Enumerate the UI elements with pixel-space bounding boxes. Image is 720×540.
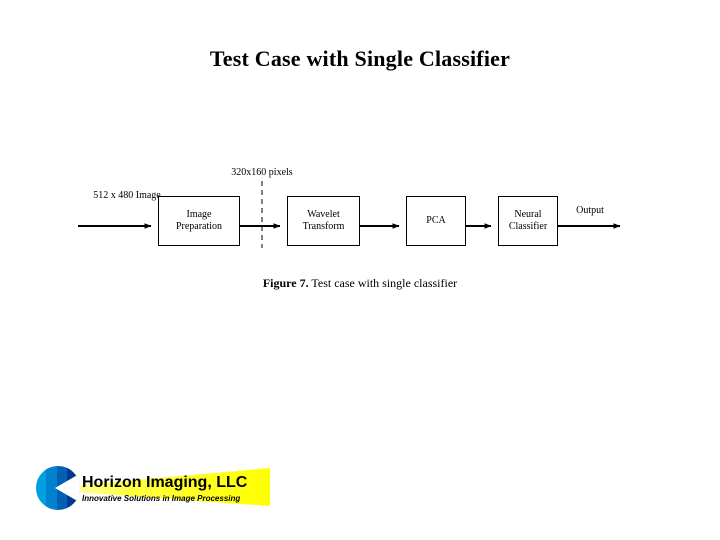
diagram-lines bbox=[78, 181, 621, 248]
figure-caption-number: Figure 7. bbox=[262, 276, 309, 290]
logo-circle bbox=[36, 466, 80, 510]
horizon-imaging-logo-icon bbox=[36, 466, 270, 510]
logo-company-name: Horizon Imaging, LLC bbox=[82, 474, 248, 491]
output-label: Output bbox=[576, 205, 604, 216]
block-flow-diagram: 512 x 480 Image 320x160 pixels Image Pre… bbox=[78, 167, 621, 248]
box-image-preparation-line2: Preparation bbox=[175, 221, 223, 232]
logo-beam bbox=[56, 468, 270, 506]
page-title: Test Case with Single Classifier bbox=[209, 46, 511, 71]
box-pca[interactable]: PCA bbox=[406, 196, 466, 246]
box-pca-line1: PCA bbox=[426, 215, 446, 226]
box-neural-classifier[interactable]: Neural Classifier bbox=[498, 196, 558, 246]
box-neural-classifier-line2: Classifier bbox=[508, 221, 548, 232]
input-size-line2: Image bbox=[135, 190, 161, 201]
box-image-preparation-line1: Image bbox=[186, 209, 212, 220]
box-image-preparation[interactable]: Image Preparation bbox=[158, 196, 240, 246]
company-logo: Horizon Imaging, LLC Innovative Solution… bbox=[26, 462, 276, 518]
intermediate-size-label: 320x160 pixels bbox=[231, 167, 293, 178]
box-wavelet-transform-line2: Transform bbox=[302, 221, 345, 232]
box-wavelet-transform[interactable]: Wavelet Transform bbox=[287, 196, 360, 246]
box-wavelet-transform-line1: Wavelet bbox=[307, 209, 340, 220]
input-size-line1: 512 x 480 bbox=[93, 190, 134, 201]
figure-caption-text: Test case with single classifier bbox=[308, 276, 458, 290]
figure-caption: Figure 7. Test case with single classifi… bbox=[0, 276, 720, 291]
logo-tagline: Innovative Solutions in Image Processing bbox=[82, 494, 241, 503]
box-neural-classifier-line1: Neural bbox=[514, 209, 542, 220]
input-size-label: 512 x 480 Image bbox=[92, 190, 162, 202]
